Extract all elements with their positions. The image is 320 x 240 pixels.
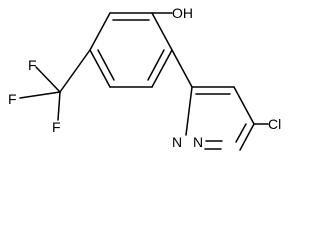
fluorine-label-left: F <box>8 91 17 107</box>
double-bond-inner <box>97 49 115 81</box>
nitrogen-label-left: N <box>172 134 182 150</box>
bond <box>35 66 61 93</box>
bond <box>233 86 255 125</box>
bond <box>239 123 255 151</box>
biaryl-bond <box>171 49 193 88</box>
double-bond-inner <box>147 49 165 81</box>
trifluoromethyl-group: F F F <box>8 49 91 135</box>
hydroxyl-label: OH <box>172 5 193 21</box>
fluorine-label-top: F <box>28 57 37 73</box>
bond <box>57 91 61 121</box>
double-bond-inner <box>235 123 247 143</box>
bond <box>89 49 111 88</box>
fluorine-label-bottom: F <box>52 119 61 135</box>
chlorine-label: Cl <box>268 116 281 132</box>
bond <box>185 86 193 136</box>
bond <box>59 49 91 93</box>
pyridazine-ring: N N <box>172 86 255 151</box>
chemical-structure: OH F F F N N Cl <box>8 5 281 151</box>
bond <box>151 12 173 51</box>
phenol-ring <box>89 12 173 88</box>
nitrogen-label-right: N <box>193 134 203 150</box>
bond <box>89 12 111 51</box>
bond <box>151 49 173 88</box>
bond <box>19 91 61 99</box>
